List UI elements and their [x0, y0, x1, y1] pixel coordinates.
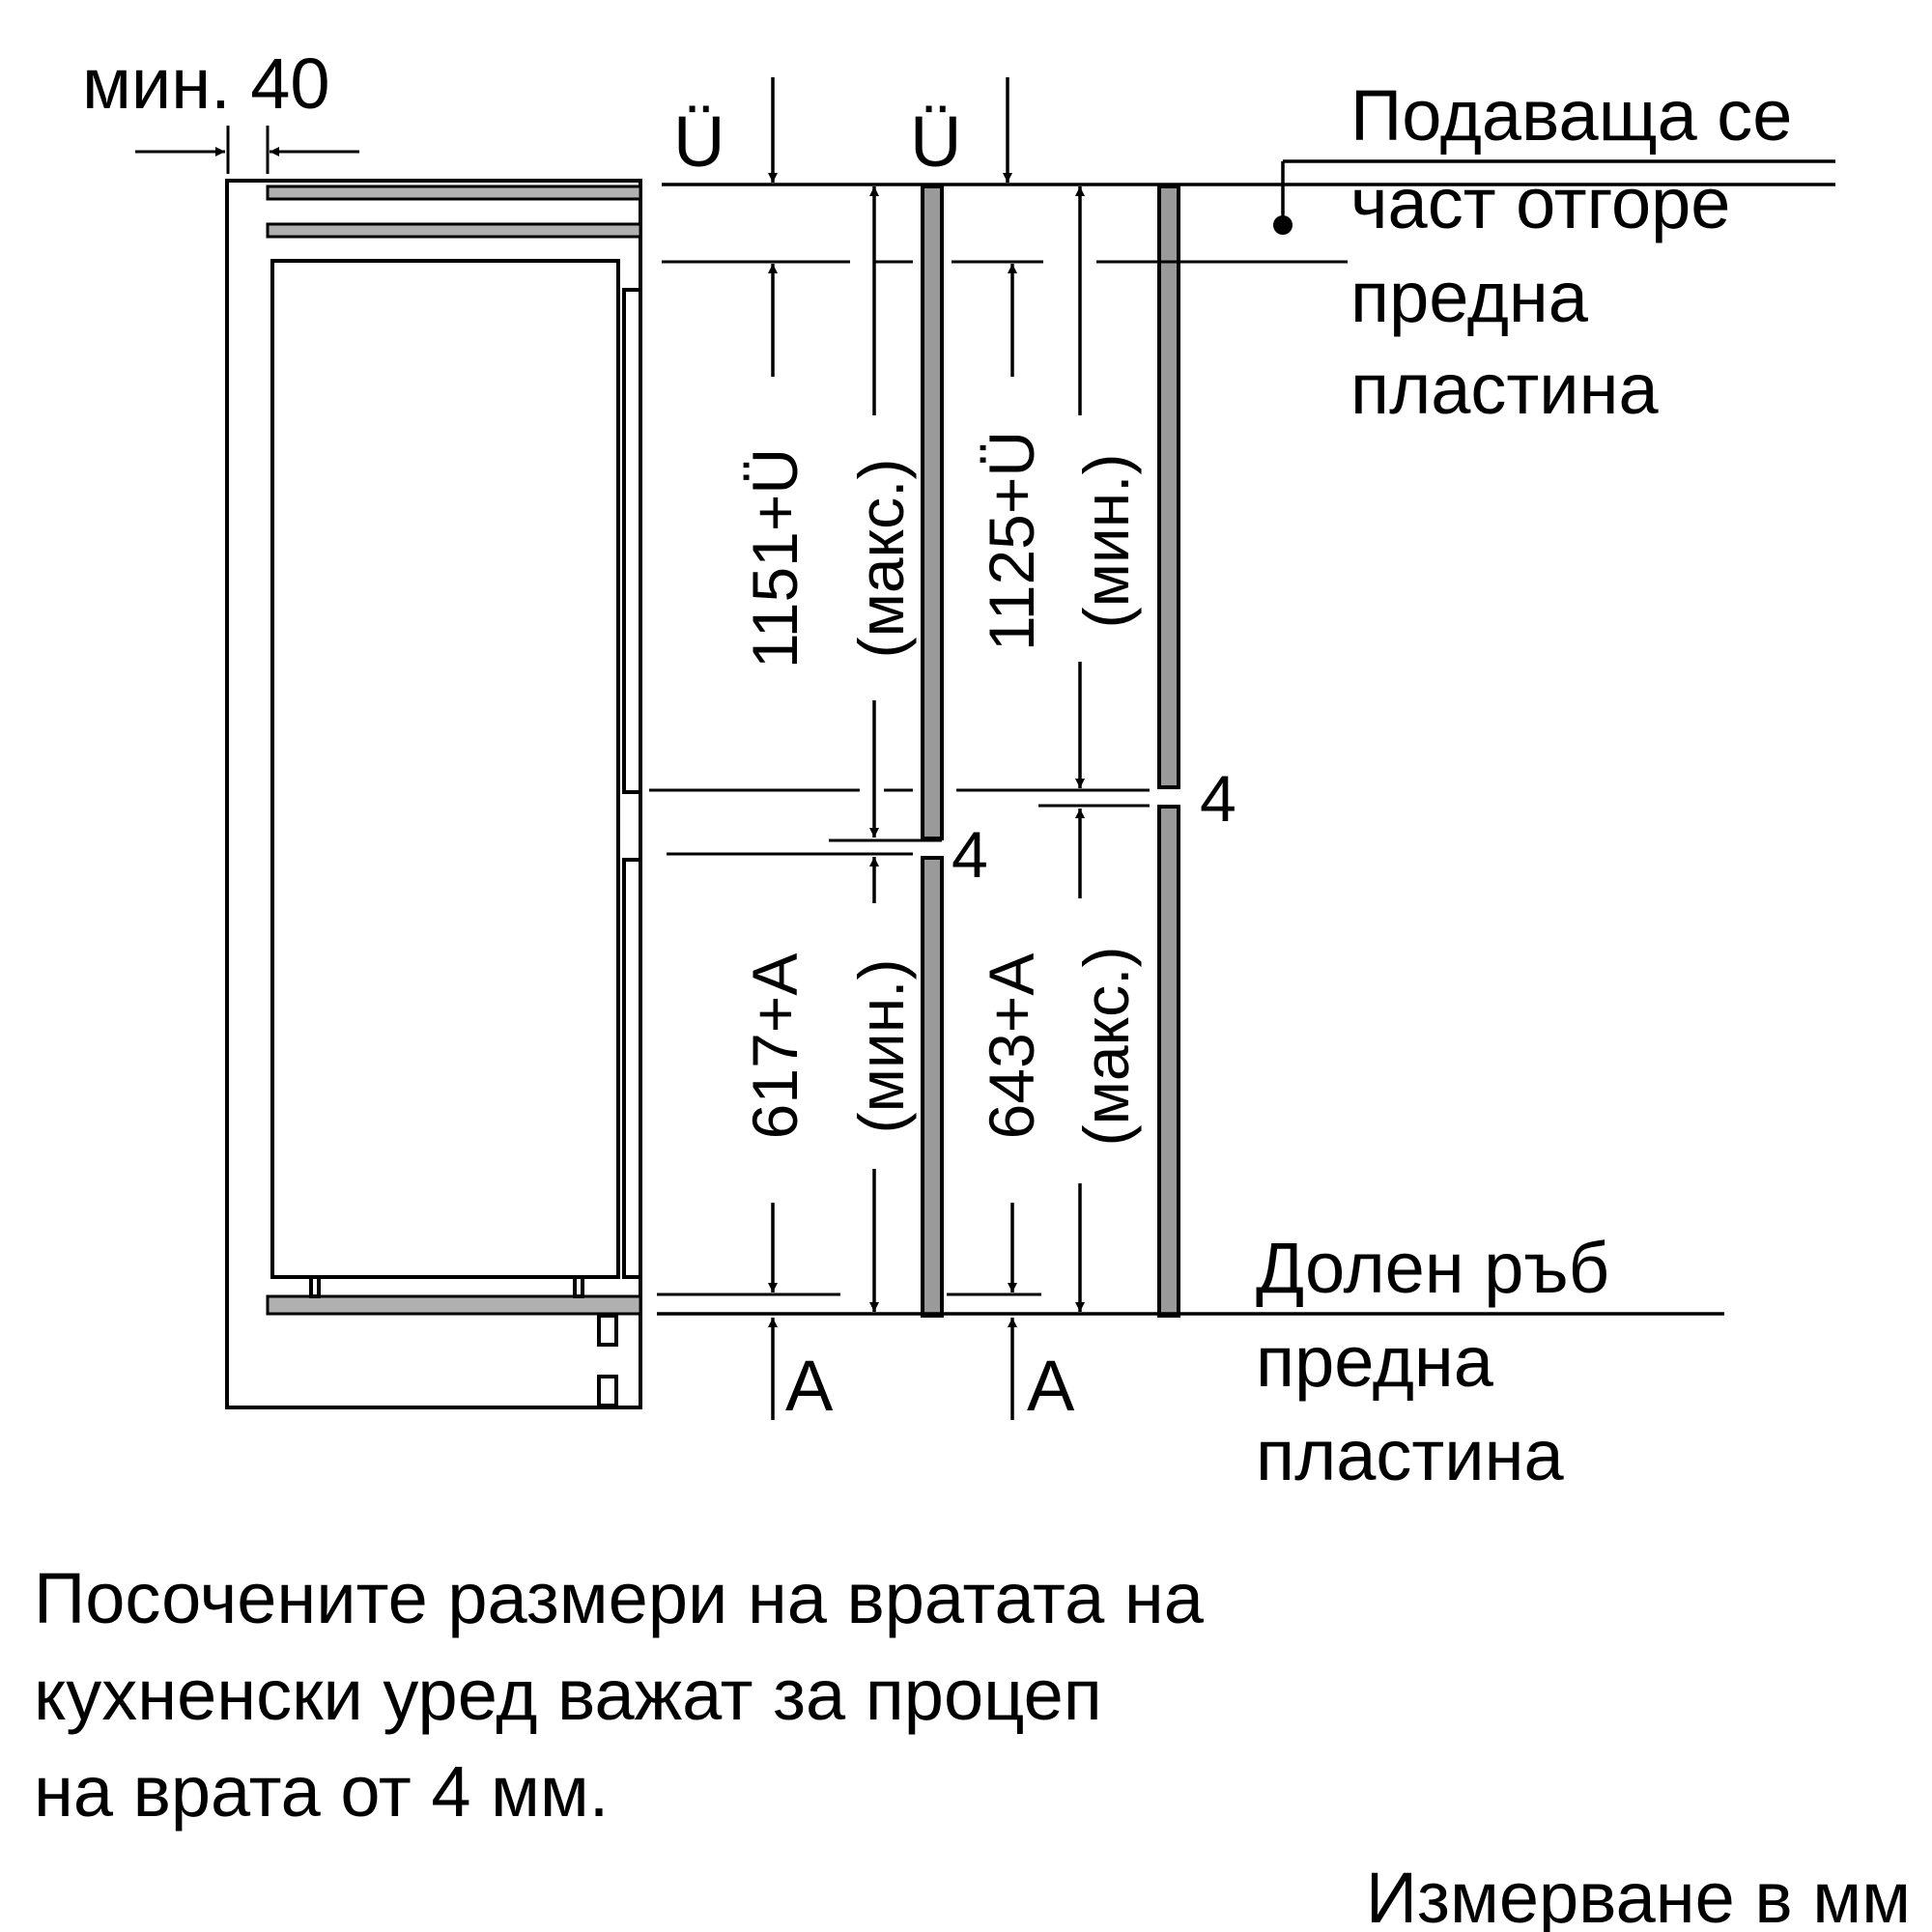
left-lower-door-panel	[921, 856, 944, 1318]
appliance-side-view	[225, 179, 642, 1409]
right-upper-door-panel	[1157, 185, 1180, 789]
u-label-left: Ü	[673, 101, 724, 182]
svg-text:Долен ръб: Долен ръб	[1256, 1228, 1609, 1308]
svg-text:пластина: пластина	[1350, 349, 1660, 429]
gap-4-right-label: 4	[1200, 762, 1236, 836]
u-label-right: Ü	[910, 101, 961, 182]
cabinet-outline	[225, 179, 642, 1409]
appliance-body	[270, 259, 620, 1279]
door-panels	[921, 185, 1180, 1318]
dimension-arrows	[135, 77, 1085, 1420]
labels: мин. 40 Ü Ü 1151+Ü (макс.) 1125+Ü (мин.)…	[34, 43, 1911, 1932]
top-rail-2	[266, 222, 642, 239]
reference-lines	[649, 159, 1835, 1316]
dim-upper-left: 1151+Ü	[739, 448, 810, 668]
a-label-left: A	[785, 1346, 834, 1426]
svg-text:на врата от 4 мм.: на врата от 4 мм.	[34, 1751, 609, 1832]
svg-text:предна: предна	[1256, 1321, 1494, 1402]
hinge-lower	[622, 858, 642, 1279]
plinth-vent-1	[597, 1314, 618, 1347]
min-gap-label: мин. 40	[82, 43, 330, 124]
gap-4-left-label: 4	[952, 818, 988, 892]
svg-text:пластина: пластина	[1256, 1415, 1565, 1495]
svg-text:част отгоре: част отгоре	[1350, 163, 1730, 243]
top-rail-1	[266, 185, 642, 201]
dim-lower-right-note: (макс.)	[1070, 947, 1142, 1147]
svg-text:предна: предна	[1350, 257, 1589, 337]
callout-dot	[1273, 215, 1293, 235]
plinth-vent-2	[597, 1375, 618, 1407]
top-callout-text: Подаваща се част отгоре предна пластина	[1350, 75, 1792, 429]
dim-upper-left-note: (макс.)	[845, 459, 917, 659]
footnote: Посочените размери на вратата на кухненс…	[34, 1558, 1205, 1832]
bottom-rail	[266, 1294, 642, 1316]
right-lower-door-panel	[1157, 805, 1180, 1318]
svg-text:Посочените размери на вратата: Посочените размери на вратата на	[34, 1558, 1205, 1638]
a-label-right: A	[1027, 1346, 1075, 1426]
bottom-callout-text: Долен ръб предна пластина	[1256, 1228, 1609, 1495]
dim-lower-right: 643+A	[976, 953, 1047, 1140]
foot-left	[309, 1275, 321, 1298]
left-upper-door-panel	[921, 185, 944, 840]
dim-lower-left: 617+A	[739, 953, 810, 1140]
dim-upper-right: 1125+Ü	[976, 431, 1047, 651]
hinge-upper	[622, 288, 642, 794]
svg-text:кухненски уред важат за процеп: кухненски уред важат за процеп	[34, 1655, 1102, 1735]
units-label: Измерване в мм	[1366, 1858, 1911, 1932]
svg-text:Подаваща се: Подаваща се	[1350, 75, 1792, 156]
dim-lower-left-note: (мин.)	[845, 959, 917, 1134]
foot-right	[573, 1275, 584, 1298]
dim-upper-right-note: (мин.)	[1070, 454, 1142, 629]
